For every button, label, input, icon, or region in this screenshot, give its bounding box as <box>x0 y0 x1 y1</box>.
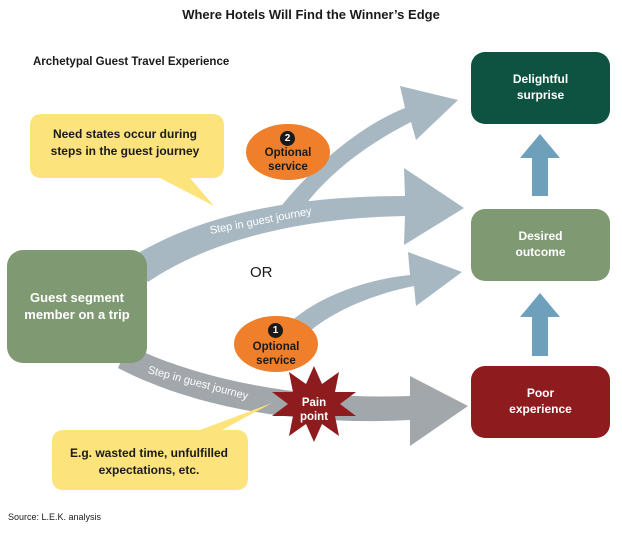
source-note: Source: L.E.K. analysis <box>8 512 102 522</box>
arrow-up-to-desired <box>520 293 560 356</box>
note-examples-bubble <box>52 403 272 490</box>
arrow-upper-branch-to-desired <box>282 252 462 340</box>
page-title: Where Hotels Will Find the Winner’s Edge <box>182 7 440 22</box>
guest-segment-box: Guest segment member on a trip <box>7 250 147 363</box>
delightful-surprise-label: Delightful surprise <box>512 72 569 102</box>
service-number-2-badge: 2 <box>280 131 295 146</box>
arrow-up-to-delightful <box>520 134 560 196</box>
optional-service-upper-circle <box>246 124 330 180</box>
service-number-1-badge: 1 <box>268 323 283 338</box>
optional-service-lower-label: Optional service <box>252 341 300 368</box>
arrow-to-delightful <box>272 86 458 222</box>
optional-service-upper-label: Optional service <box>264 147 312 174</box>
or-label: OR <box>250 264 273 281</box>
desired-outcome-label: Desired outcome <box>515 229 566 259</box>
poor-experience-box: Poor experience <box>471 366 610 438</box>
optional-service-lower-circle <box>234 316 318 372</box>
poor-experience-label: Poor experience <box>509 386 572 416</box>
guest-segment-label: Guest segment member on a trip <box>24 289 130 322</box>
examples-note: E.g. wasted time, unfulfilled expectatio… <box>69 446 228 477</box>
pain-point-starburst <box>272 366 356 442</box>
arrow-main-upper <box>130 168 464 282</box>
diagram-subtitle: Archetypal Guest Travel Experience <box>33 56 230 68</box>
delightful-surprise-box: Delightful surprise <box>471 52 610 124</box>
need-states-note: Need states occur during steps in the gu… <box>50 127 200 158</box>
desired-outcome-box: Desired outcome <box>471 209 610 281</box>
pain-point-label: Pain point <box>299 397 329 424</box>
note-need-states-bubble <box>30 114 224 206</box>
